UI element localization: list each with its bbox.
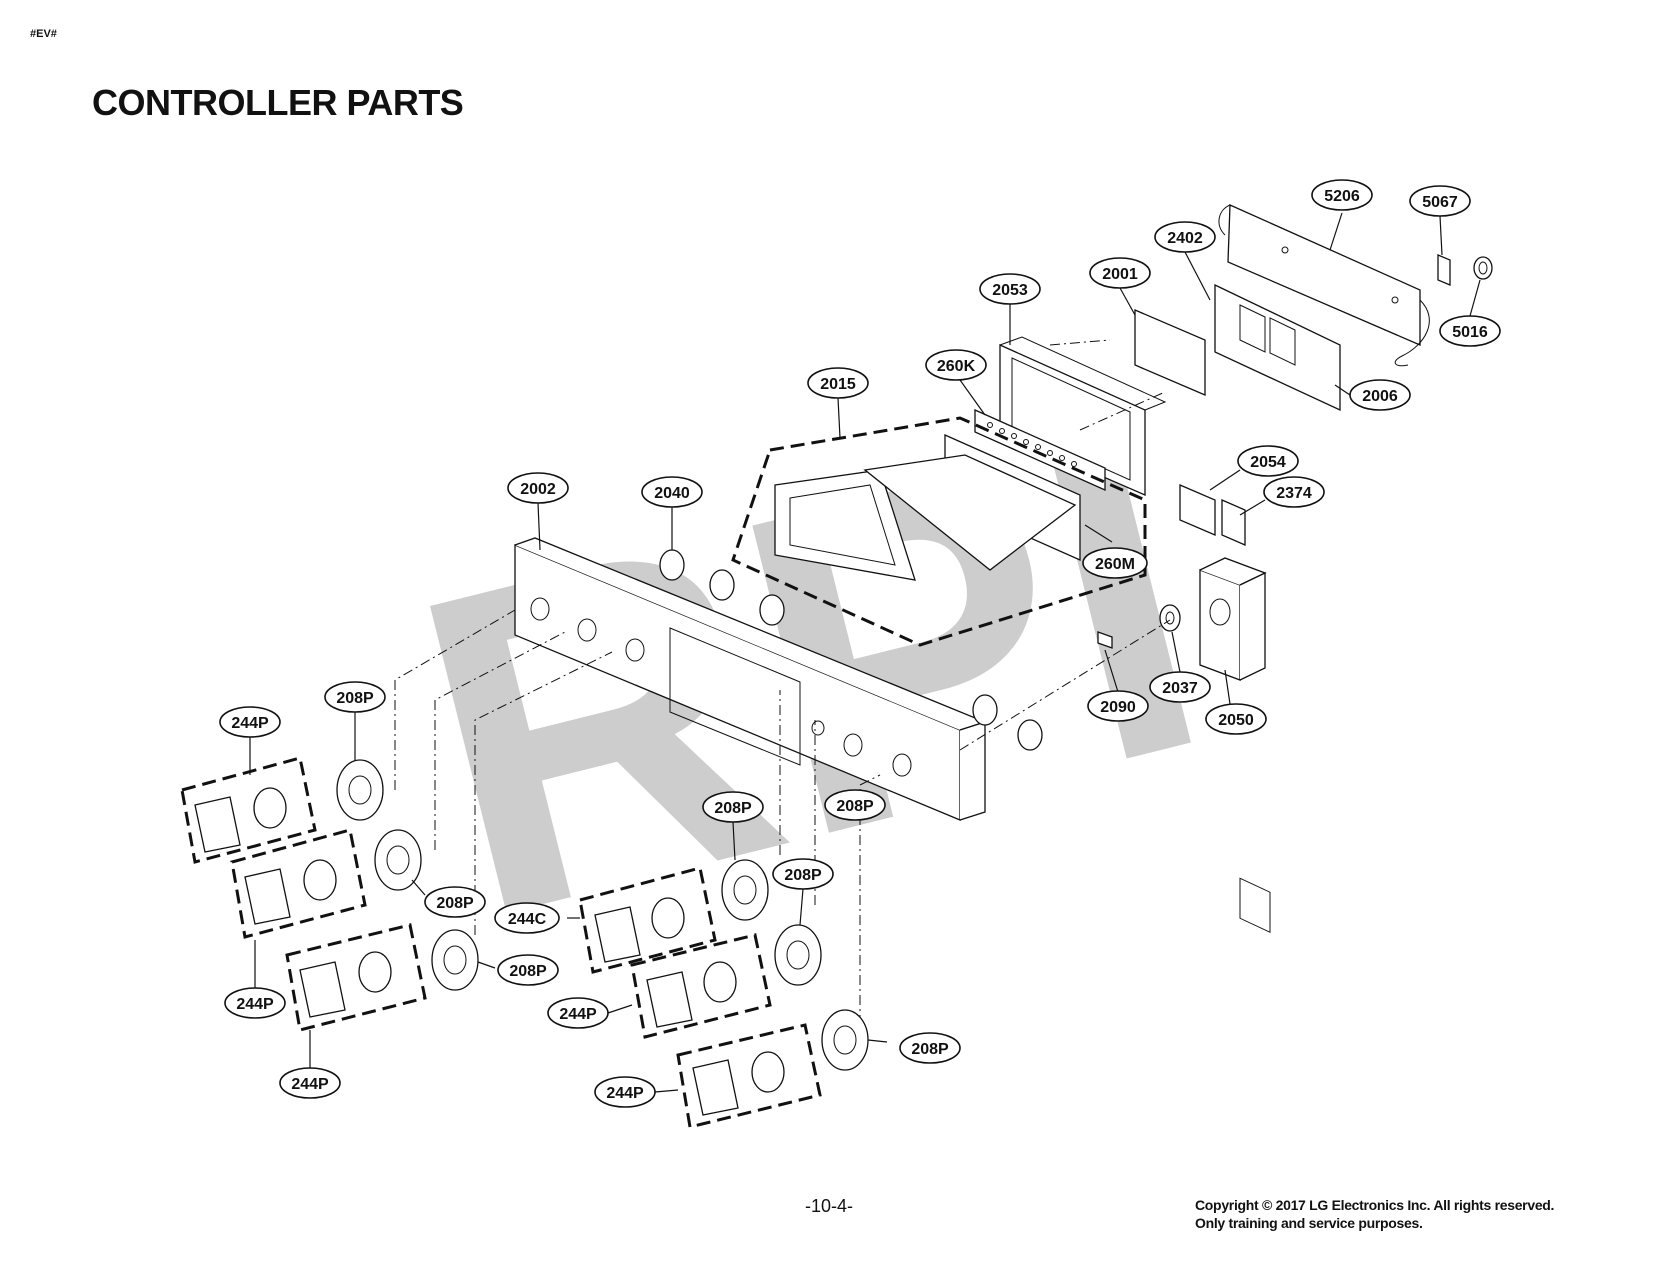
callout: 5067	[1409, 185, 1471, 217]
callout: 2402	[1154, 221, 1216, 253]
svg-text:244P: 244P	[291, 1076, 329, 1093]
svg-text:2037: 2037	[1162, 680, 1198, 697]
knob-group	[578, 866, 717, 974]
svg-text:208P: 208P	[509, 963, 547, 980]
callout: 208P	[424, 886, 486, 918]
clip-2090	[1097, 631, 1113, 649]
copyright-notice: Copyright © 2017 LG Electronics Inc. All…	[1195, 1196, 1554, 1232]
leader-lines	[249, 212, 1481, 1093]
svg-text:244C: 244C	[508, 911, 547, 928]
callout: 2001	[1089, 257, 1151, 289]
knob-group	[630, 933, 772, 1039]
svg-text:208P: 208P	[836, 798, 874, 815]
callout: 2006	[1349, 379, 1411, 411]
svg-text:2374: 2374	[1276, 485, 1312, 502]
display-window-2015	[731, 416, 1147, 647]
svg-text:208P: 208P	[714, 800, 752, 817]
callout: 244P	[224, 987, 286, 1019]
svg-text:2050: 2050	[1218, 712, 1254, 729]
knob-2037	[1159, 604, 1181, 632]
plate-2001	[1134, 309, 1206, 396]
callout: 244P	[547, 997, 609, 1029]
copyright-line: Only training and service purposes.	[1195, 1215, 1423, 1231]
callout: 208P	[824, 789, 886, 821]
callout: 208P	[324, 681, 386, 713]
part-5016	[1473, 256, 1493, 280]
switch-2050	[1199, 557, 1267, 681]
bezel-208P	[336, 759, 869, 1071]
svg-text:208P: 208P	[911, 1041, 949, 1058]
callout: 2015	[807, 367, 869, 399]
assembly-lines	[394, 339, 1171, 1025]
part-2054	[1179, 484, 1216, 536]
page-title: CONTROLLER PARTS	[92, 82, 464, 123]
copyright-line: Copyright © 2017 LG Electronics Inc. All…	[1195, 1197, 1555, 1213]
display-board-260K	[974, 408, 1106, 492]
callout: 2002	[507, 472, 569, 504]
svg-text:2001: 2001	[1102, 266, 1138, 283]
callout: 244P	[594, 1076, 656, 1108]
svg-text:2040: 2040	[654, 485, 690, 502]
svg-text:244P: 244P	[231, 715, 269, 732]
callout: 208P	[497, 954, 559, 986]
svg-text:2002: 2002	[520, 481, 556, 498]
svg-text:260M: 260M	[1095, 556, 1135, 573]
clip-5067	[1437, 254, 1451, 286]
svg-text:208P: 208P	[436, 895, 474, 912]
part-2374	[1221, 499, 1246, 546]
svg-text:260K: 260K	[937, 358, 976, 375]
callout: 2053	[979, 273, 1041, 305]
svg-text:244P: 244P	[236, 996, 274, 1013]
svg-text:5206: 5206	[1324, 188, 1360, 205]
svg-text:2402: 2402	[1167, 230, 1203, 247]
svg-text:2054: 2054	[1250, 454, 1286, 471]
callout: 5016	[1439, 315, 1501, 347]
callout: 2090	[1087, 690, 1149, 722]
svg-text:2006: 2006	[1362, 388, 1398, 405]
callout: 208P	[772, 858, 834, 890]
svg-text:244P: 244P	[606, 1085, 644, 1102]
svg-text:5016: 5016	[1452, 324, 1488, 341]
callout: 208P	[899, 1032, 961, 1064]
frame-2053	[999, 336, 1167, 496]
svg-text:2090: 2090	[1100, 699, 1136, 716]
knob-group	[180, 756, 317, 864]
knob-group	[676, 1023, 822, 1129]
knob-group	[285, 923, 427, 1032]
callout: 2050	[1205, 703, 1267, 735]
callout: 2037	[1149, 671, 1211, 703]
callout: 244P	[219, 706, 281, 738]
svg-text:208P: 208P	[784, 867, 822, 884]
callout: 260M	[1082, 547, 1148, 579]
callout: 208P	[702, 791, 764, 823]
callout: 2040	[641, 476, 703, 508]
callout: 244P	[279, 1067, 341, 1099]
board-2006	[1214, 283, 1341, 933]
callout: 5206	[1311, 179, 1373, 211]
callout: 2054	[1237, 445, 1299, 477]
svg-text:2015: 2015	[820, 376, 856, 393]
svg-text:208P: 208P	[336, 690, 374, 707]
callout: 260K	[925, 349, 987, 381]
svg-text:2053: 2053	[992, 282, 1028, 299]
callout: 244C	[494, 902, 560, 934]
document-code: #EV#	[30, 28, 57, 40]
bracket-5206	[1218, 204, 1430, 367]
knob-group	[230, 828, 367, 939]
svg-text:244P: 244P	[559, 1006, 597, 1023]
svg-text:5067: 5067	[1422, 194, 1458, 211]
page-number: -10-4-	[805, 1196, 854, 1216]
callout: 2374	[1263, 476, 1325, 508]
